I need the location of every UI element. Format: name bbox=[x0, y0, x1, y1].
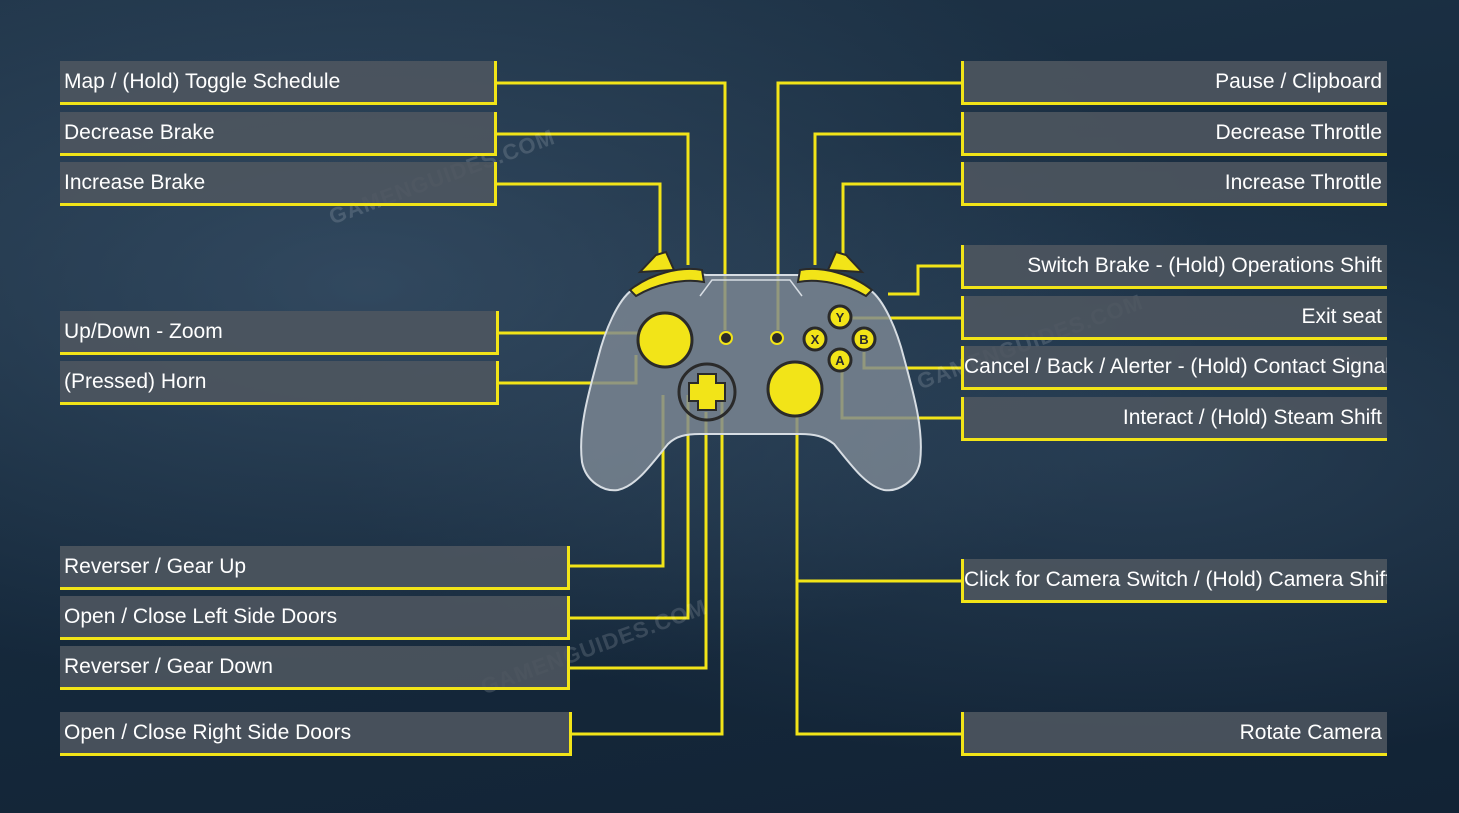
y-button bbox=[827, 304, 853, 330]
b-button bbox=[851, 326, 877, 352]
connector-decrease-throttle bbox=[813, 132, 961, 265]
controller-top-edge bbox=[699, 279, 803, 297]
x-button bbox=[802, 326, 828, 352]
connector-increase-brake bbox=[497, 182, 662, 262]
right-bumper bbox=[796, 268, 874, 298]
left-trigger bbox=[637, 250, 676, 274]
label-exit-seat: Exit seat bbox=[961, 296, 1387, 340]
label-decrease-throttle: Decrease Throttle bbox=[961, 112, 1387, 156]
view-button bbox=[719, 331, 733, 345]
left-stick bbox=[636, 311, 694, 369]
label-camera-switch: Click for Camera Switch / (Hold) Camera … bbox=[961, 559, 1387, 603]
label-left-doors: Open / Close Left Side Doors bbox=[60, 596, 570, 640]
label-map-toggle-schedule: Map / (Hold) Toggle Schedule bbox=[60, 61, 497, 105]
label-switch-brake: Switch Brake - (Hold) Operations Shift bbox=[961, 245, 1387, 289]
connector-rotate-camera bbox=[795, 412, 961, 736]
a-button bbox=[827, 347, 853, 373]
label-cancel-back: Cancel / Back / Alerter - (Hold) Contact… bbox=[961, 346, 1387, 390]
label-increase-throttle: Increase Throttle bbox=[961, 162, 1387, 206]
connector-pause bbox=[776, 81, 961, 330]
label-increase-brake: Increase Brake bbox=[60, 162, 497, 206]
label-gear-up: Reverser / Gear Up bbox=[60, 546, 570, 590]
label-gear-down: Reverser / Gear Down bbox=[60, 646, 570, 690]
label-horn: (Pressed) Horn bbox=[60, 361, 499, 405]
connector-switch-brake bbox=[888, 264, 961, 296]
connector-right-doors bbox=[570, 400, 724, 736]
face-buttons: Y X B A bbox=[802, 304, 877, 373]
label-zoom: Up/Down - Zoom bbox=[60, 311, 499, 355]
label-decrease-brake: Decrease Brake bbox=[60, 112, 497, 156]
menu-button bbox=[770, 331, 784, 345]
connector-increase-throttle bbox=[841, 182, 961, 262]
connector-decrease-brake bbox=[497, 132, 690, 265]
label-right-doors: Open / Close Right Side Doors bbox=[60, 712, 572, 756]
connector-left-doors bbox=[570, 395, 690, 620]
dpad bbox=[688, 373, 726, 411]
left-bumper bbox=[628, 268, 706, 298]
connector-gear-down bbox=[570, 412, 708, 670]
controller-body bbox=[580, 272, 922, 492]
b-button-label: B bbox=[859, 332, 868, 347]
label-rotate-camera: Rotate Camera bbox=[961, 712, 1387, 756]
dpad-ring bbox=[677, 362, 737, 422]
right-stick bbox=[766, 360, 824, 418]
connector-map bbox=[497, 81, 727, 330]
label-interact: Interact / (Hold) Steam Shift bbox=[961, 397, 1387, 441]
connector-gear-up bbox=[570, 395, 665, 568]
y-button-label: Y bbox=[836, 310, 845, 325]
x-button-label: X bbox=[811, 332, 820, 347]
gamepad bbox=[580, 250, 922, 492]
right-trigger bbox=[826, 250, 865, 274]
label-pause: Pause / Clipboard bbox=[961, 61, 1387, 105]
a-button-label: A bbox=[835, 353, 845, 368]
